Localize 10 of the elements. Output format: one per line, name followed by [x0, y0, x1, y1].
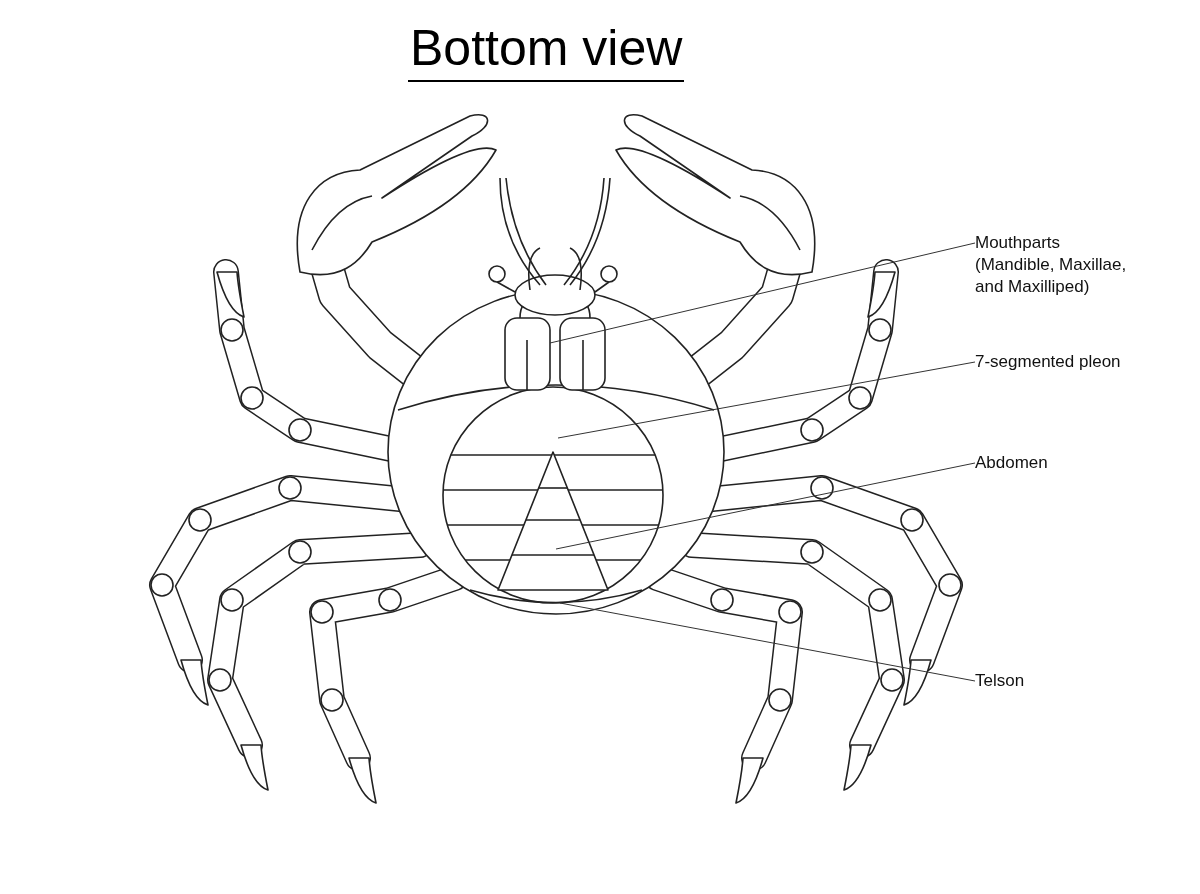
leader-line [549, 242, 976, 344]
title: Bottom view [408, 18, 685, 82]
leader-line [555, 462, 976, 550]
part-label: Mouthparts [975, 232, 1062, 254]
part-label: 7-segmented pleon [975, 351, 1121, 373]
part-label: Abdomen [975, 452, 1048, 474]
leader-line [559, 602, 976, 682]
leader-line [557, 361, 976, 439]
part-label: Telson [975, 670, 1025, 692]
part-label: (Mandible, Maxillae, and Maxilliped) [975, 254, 1128, 298]
